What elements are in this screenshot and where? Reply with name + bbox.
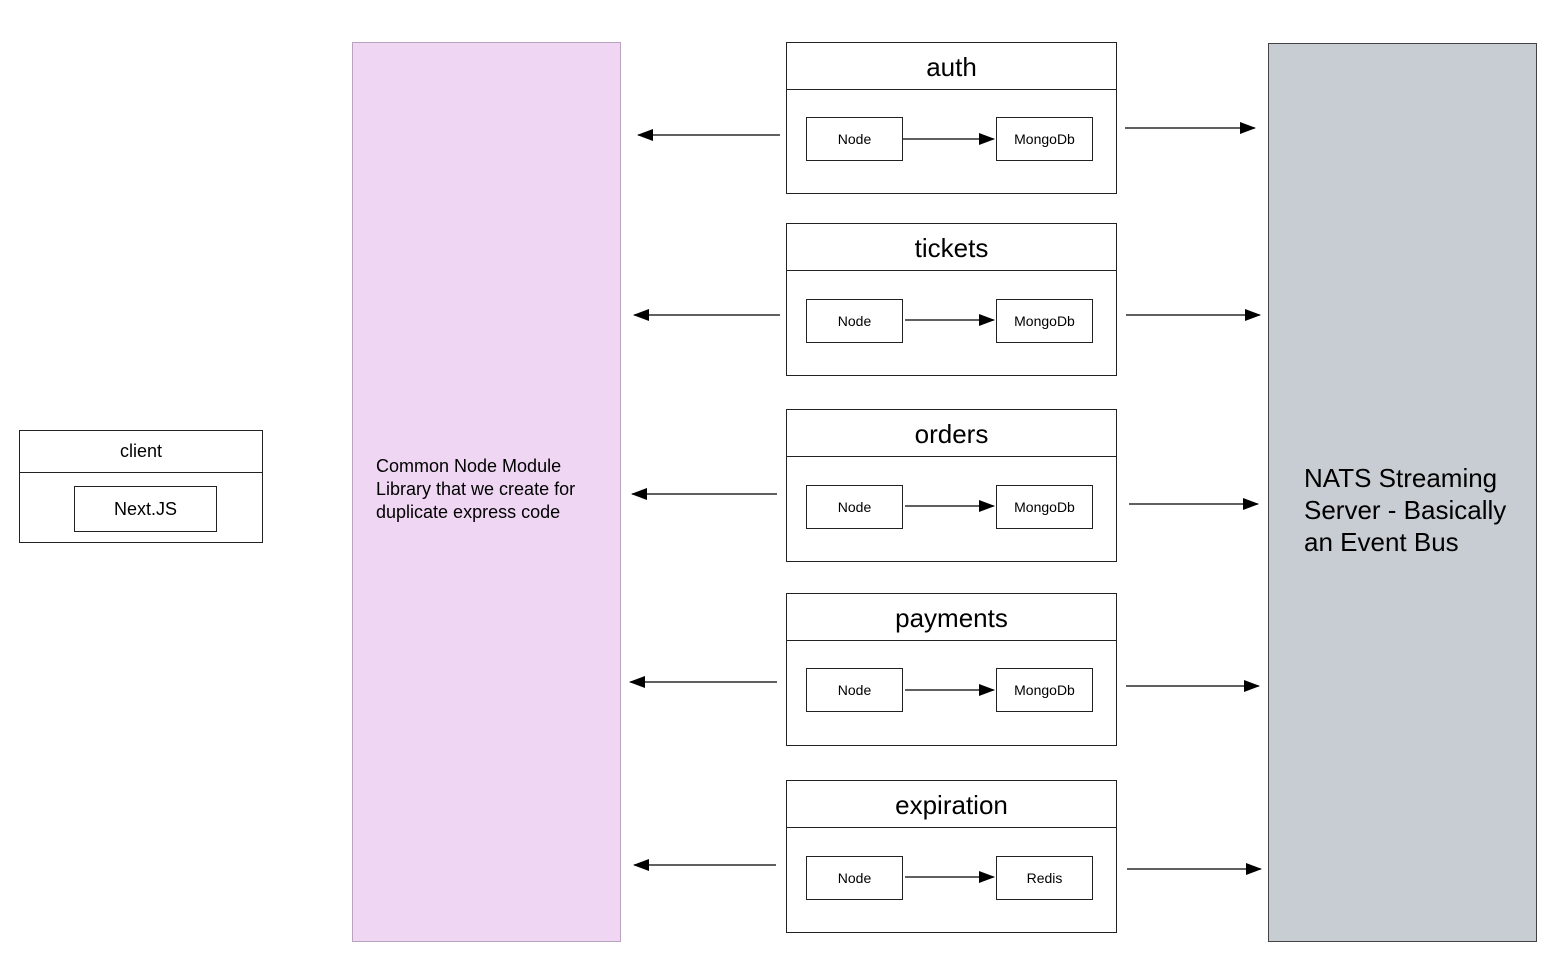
datastore-box: Redis [996, 856, 1093, 900]
service-auth: auth Node MongoDb [786, 42, 1117, 194]
service-expiration: expiration Node Redis [786, 780, 1117, 933]
datastore-box: MongoDb [996, 299, 1093, 343]
node-box: Node [806, 485, 903, 529]
node-box: Node [806, 856, 903, 900]
nextjs-box: Next.JS [74, 486, 217, 532]
node-box: Node [806, 117, 903, 161]
service-orders: orders Node MongoDb [786, 409, 1117, 562]
service-tickets: tickets Node MongoDb [786, 223, 1117, 376]
node-box: Node [806, 668, 903, 712]
event-bus-label: NATS Streaming Server - Basically an Eve… [1304, 463, 1507, 557]
common-module-column: Common Node Module Library that we creat… [352, 42, 621, 942]
datastore-box: MongoDb [996, 117, 1093, 161]
service-title: expiration [787, 781, 1116, 828]
service-title: auth [787, 43, 1116, 90]
client-title: client [20, 431, 262, 473]
service-title: payments [787, 594, 1116, 641]
node-box: Node [806, 299, 903, 343]
service-title: orders [787, 410, 1116, 457]
datastore-box: MongoDb [996, 668, 1093, 712]
service-payments: payments Node MongoDb [786, 593, 1117, 746]
datastore-box: MongoDb [996, 485, 1093, 529]
common-module-label: Common Node Module Library that we creat… [376, 456, 576, 522]
event-bus-column: NATS Streaming Server - Basically an Eve… [1268, 43, 1537, 942]
service-title: tickets [787, 224, 1116, 271]
client-box: client Next.JS [19, 430, 263, 543]
